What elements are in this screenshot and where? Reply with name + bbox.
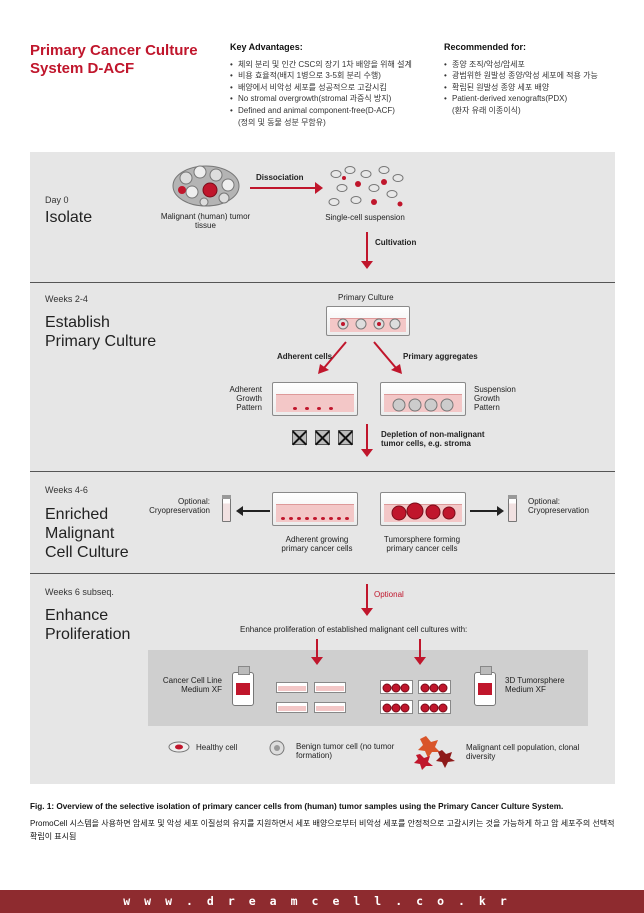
depletion-arrow (361, 424, 373, 457)
list-item: 배양에서 비악성 세포를 성공적으로 고갈시킴 (230, 82, 440, 94)
list-item-continuation: (정의 및 동물 성분 무함유) (238, 117, 326, 127)
enhance-instruction: Enhance proliferation of established mal… (240, 625, 468, 634)
adherent-dish (272, 382, 358, 416)
depleted-cell-icon (315, 430, 330, 445)
adherent-enriched-dish (272, 492, 358, 526)
key-advantages: Key Advantages: 체외 분리 및 인간 CSC의 장기 1차 배양… (230, 42, 440, 128)
medium-left-label: Cancer Cell Line Medium XF (162, 676, 222, 694)
optional-cryo-left: Optional: Cryopreservation (149, 497, 210, 515)
list-item: 종양 조직/악성/암세포 (444, 59, 644, 71)
stage-divider (30, 282, 615, 283)
suspension-dish (380, 382, 466, 416)
medium-bottle-icon (474, 666, 496, 706)
culture-well (314, 702, 346, 713)
suspension-label: Single-cell suspension (325, 213, 405, 222)
dissociation-label: Dissociation (256, 173, 304, 182)
medium-bottle-icon (232, 666, 254, 706)
stage-title-line3: Cell Culture (45, 544, 129, 561)
optional-label: Optional (374, 590, 404, 599)
stage-title: Establish (45, 314, 110, 331)
legend-benign: Benign tumor cell (no tumor formation) (296, 742, 395, 760)
cryo-vial-icon (508, 495, 517, 522)
stage-title: Enhance (45, 607, 109, 624)
medium-arrow-right (414, 639, 426, 665)
optional-cryo-right: Optional: Cryopreservation (528, 497, 589, 515)
suspension-pattern-label: Suspension Growth Pattern (474, 385, 516, 412)
depleted-cell-icon (338, 430, 353, 445)
footer-url: www.dreamcell.co.kr (0, 890, 644, 913)
list-item: 비용 효율적(배지 1병으로 3-5회 분리 수행) (230, 70, 440, 82)
stage-title-line2: Proliferation (45, 626, 131, 643)
primary-culture-label: Primary Culture (338, 293, 394, 302)
list-item: Defined and animal component-free(D-ACF) (230, 105, 440, 117)
medium-right-label: 3D Tumorsphere Medium XF (505, 676, 565, 694)
benign-cell-icon (269, 740, 285, 756)
single-cell-suspension-icon (328, 166, 404, 207)
depletion-label-line1: Depletion of non-malignant (381, 430, 485, 439)
optional-arrow (361, 584, 373, 616)
healthy-cell-icon (168, 741, 190, 753)
adherent-enriched-label: Adherent growing primary cancer cells (281, 535, 353, 553)
list-item-continuation: (환자 유래 이종이식) (452, 105, 521, 115)
cryo-arrow-right (470, 507, 504, 515)
list-item: 광범위한 원발성 종양/악성 세포에 적용 가능 (444, 70, 644, 82)
caption-title: Fig. 1: Overview of the selective isolat… (30, 802, 564, 811)
tumor-tissue-icon (172, 165, 240, 207)
stage-divider (30, 471, 615, 472)
recommended-for: Recommended for: 종양 조직/악성/암세포 광범위한 원발성 종… (444, 42, 644, 117)
depleted-cell-icon (292, 430, 307, 445)
legend-healthy: Healthy cell (196, 743, 238, 752)
tumorsphere-dish (380, 492, 466, 526)
dissociation-arrow (250, 182, 323, 194)
list-item: Patient-derived xenografts(PDX) (444, 93, 644, 105)
culture-well (276, 702, 308, 713)
stage-title-line2: Malignant (45, 525, 115, 542)
culture-well (276, 682, 308, 693)
tissue-label: Malignant (human) tumor tissue (160, 212, 251, 230)
stage-period: Weeks 6 subseq. (45, 587, 114, 597)
recommended-heading: Recommended for: (444, 42, 527, 52)
cryo-vial-icon (222, 495, 231, 522)
stage-period: Weeks 2-4 (45, 294, 88, 304)
stage-title: Enriched (45, 506, 109, 523)
branch-arrows (318, 341, 402, 374)
depletion-label: Depletion of non-malignant tumor cells, … (381, 430, 485, 448)
caption-body: PromoCell 시스템을 사용하면 암세포 및 악성 세포 이질성의 유지를… (30, 819, 615, 841)
adherent-pattern-label: Adherent Growth Pattern (229, 385, 262, 412)
malignant-cell-icon (414, 736, 455, 770)
medium-arrow-left (311, 639, 323, 665)
stage-period: Weeks 4-6 (45, 485, 88, 495)
adherent-cells-label: Adherent cells (277, 352, 333, 361)
media-box (148, 650, 588, 726)
depletion-label-line2: tumor cells, e.g. stroma (381, 439, 471, 448)
culture-well (314, 682, 346, 693)
tumorsphere-wells (380, 680, 451, 714)
list-item: 체외 분리 및 인간 CSC의 장기 1차 배양을 위해 설계 (230, 59, 440, 71)
key-advantages-heading: Key Advantages: (230, 42, 303, 52)
cryo-arrow-left (236, 507, 270, 515)
cultivation-label: Cultivation (375, 238, 417, 247)
list-item: 확립된 원발성 종양 세포 배양 (444, 82, 644, 94)
primary-aggregates-label: Primary aggregates (403, 352, 478, 361)
stage-divider (30, 573, 615, 574)
cultivation-arrow (361, 232, 373, 269)
list-item: No stromal overgrowth(stromal 과증식 방지) (230, 93, 440, 105)
stage-period: Day 0 (45, 195, 69, 205)
tumorsphere-label: Tumorsphere forming primary cancer cells (383, 535, 461, 553)
primary-culture-dish (326, 306, 410, 336)
figure-caption: Fig. 1: Overview of the selective isolat… (30, 800, 618, 843)
stage-title: Isolate (45, 209, 93, 226)
legend-malignant: Malignant cell population, clonal divers… (466, 743, 580, 761)
page-title: Primary Cancer Culture System D-ACF (30, 42, 198, 77)
stage-title-line2: Primary Culture (45, 333, 157, 350)
